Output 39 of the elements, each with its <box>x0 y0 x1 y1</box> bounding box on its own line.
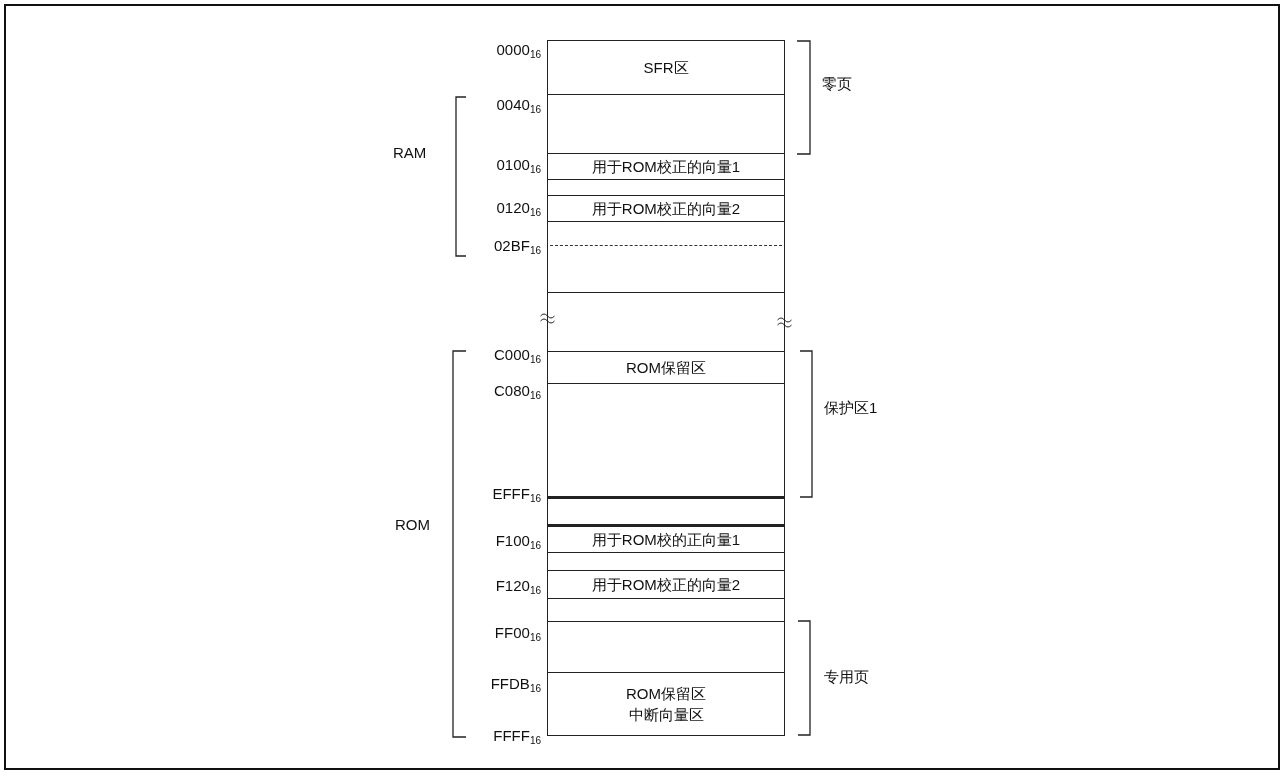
address-label: EFFF$_{16}$ <box>491 485 541 505</box>
address-label: C000$_{16}$ <box>493 346 541 366</box>
region-label: 用于ROM校的正向量1 <box>591 530 741 550</box>
memory-region <box>547 195 785 222</box>
memory-region <box>547 94 785 154</box>
region-label: SFR区 <box>643 58 689 78</box>
address-label: 0100$_{16}$ <box>495 156 541 176</box>
region-label: ROM保留区 <box>626 358 706 378</box>
address-label: F120$_{16}$ <box>494 577 541 597</box>
address-label: FFFF$_{16}$ <box>492 727 541 747</box>
region-label: 用于ROM校正的向量2 <box>591 199 741 219</box>
address-label: FFDB$_{16}$ <box>489 675 541 695</box>
address-label: 0000$_{16}$ <box>495 41 541 61</box>
address-label: 0040$_{16}$ <box>495 96 541 116</box>
address-label: 02BF$_{16}$ <box>493 237 541 257</box>
region-name: ROM <box>395 516 430 534</box>
address-label: 0120$_{16}$ <box>495 199 541 219</box>
region-name: 保护区1 <box>824 399 878 417</box>
memory-region <box>547 526 785 553</box>
address-label: F100$_{16}$ <box>494 532 541 552</box>
region-name: 专用页 <box>824 668 869 686</box>
address-label: C080$_{16}$ <box>493 382 541 402</box>
region-name: RAM <box>393 144 427 162</box>
memory-region <box>547 570 785 599</box>
memory-region <box>547 40 785 95</box>
memory-region <box>547 153 785 180</box>
memory-region <box>547 672 785 736</box>
memory-region <box>547 498 785 527</box>
region-label: ROM保留区 <box>626 684 706 704</box>
address-label: FF00$_{16}$ <box>493 624 541 644</box>
region-name: 零页 <box>822 75 852 93</box>
region-label: 用于ROM校正的向量1 <box>591 157 741 177</box>
memory-region <box>547 598 785 622</box>
region-label: 中断向量区 <box>628 705 704 725</box>
region-label: 用于ROM校正的向量2 <box>591 575 741 595</box>
memory-region <box>547 621 785 673</box>
memory-region <box>547 383 785 499</box>
memory-region <box>547 221 785 293</box>
memory-region <box>547 351 785 384</box>
